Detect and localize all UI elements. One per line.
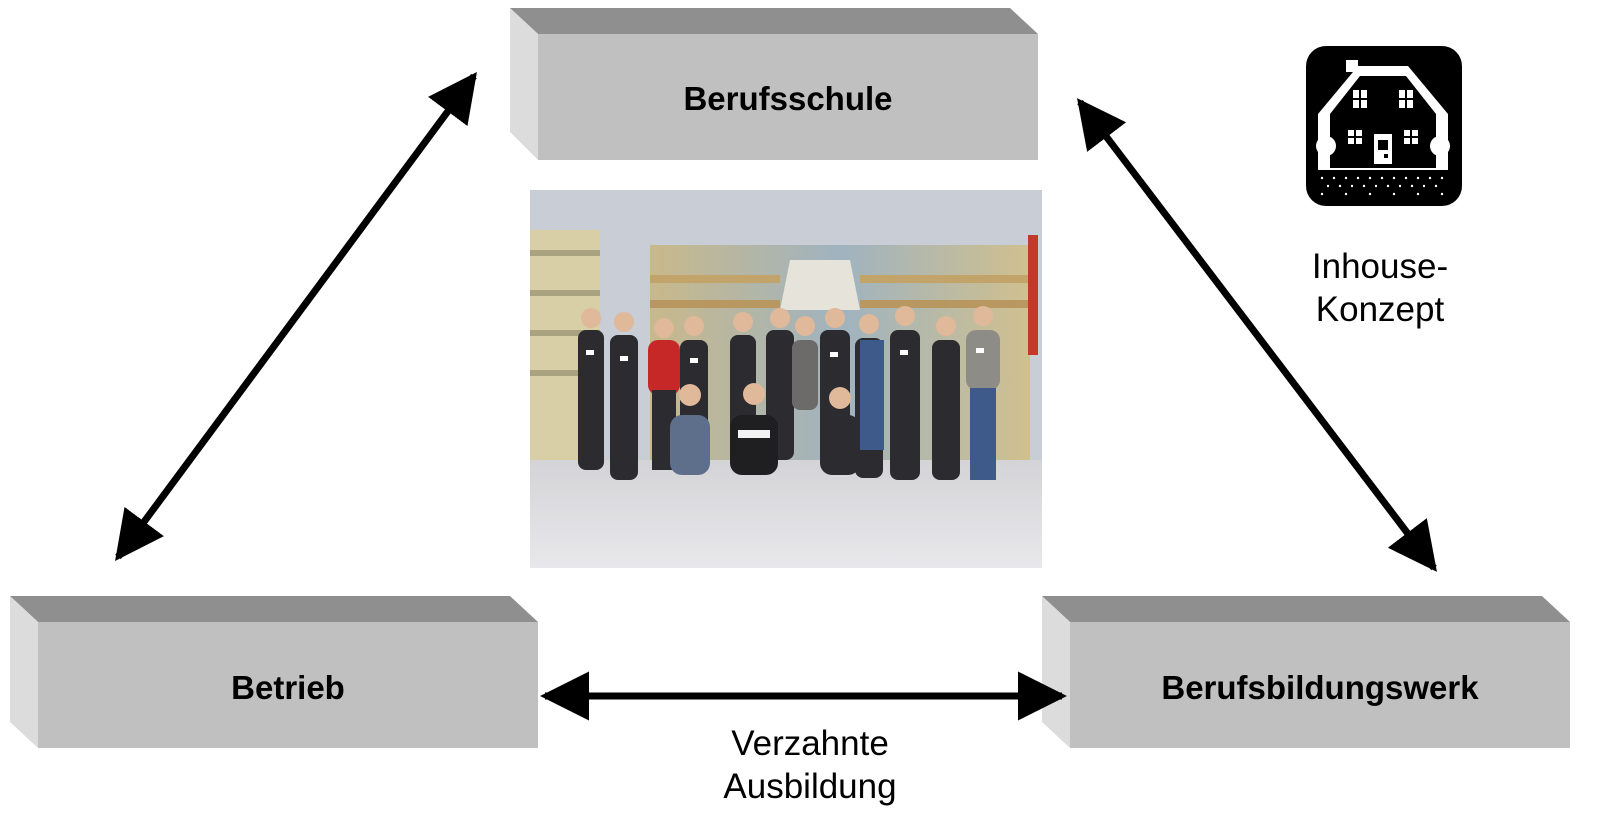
caption-inhouse-konzept: Inhouse- Konzept (1290, 245, 1470, 331)
caption-verzahnt-line1: Verzahnte (731, 724, 889, 763)
arrow-betrieb-berufsschule (115, 72, 477, 561)
arrow-berufsschule-berufsbildungswerk (1077, 98, 1437, 572)
caption-inhouse-line2: Konzept (1315, 290, 1445, 329)
caption-verzahnte-ausbildung: Verzahnte Ausbildung (650, 722, 970, 808)
box-berufsschule: Berufsschule (510, 8, 1038, 160)
group-photo (530, 190, 1042, 568)
box-berufsbildungswerk: Berufsbildungswerk (1042, 596, 1570, 748)
box-label-berufsschule: Berufsschule (683, 80, 892, 117)
caption-verzahnt-line2: Ausbildung (723, 767, 897, 806)
box-label-betrieb: Betrieb (231, 669, 345, 706)
box-betrieb: Betrieb (10, 596, 538, 748)
caption-inhouse-line1: Inhouse- (1311, 247, 1449, 286)
box-label-berufsbildungswerk: Berufsbildungswerk (1161, 669, 1479, 706)
house-icon (1306, 46, 1462, 206)
